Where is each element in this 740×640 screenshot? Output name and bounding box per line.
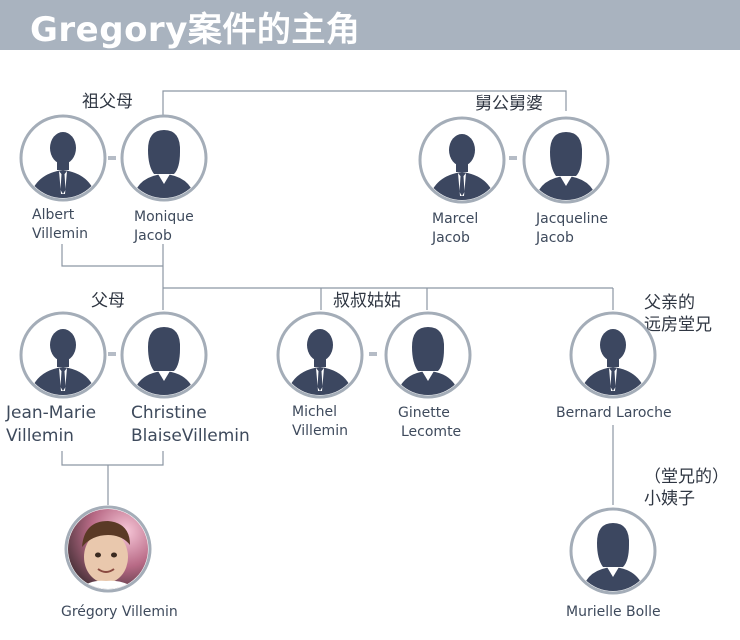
male-silhouette-icon xyxy=(276,311,364,399)
name-marcel-first: Marcel xyxy=(432,211,479,227)
label-sister: （堂兄的） 小姨子 xyxy=(641,466,732,510)
name-michel: Michel Villemin xyxy=(292,403,348,441)
connector-albert-down xyxy=(61,244,163,267)
name-jeanmarie-first: Jean-Marie xyxy=(6,403,97,423)
label-grandparents: 祖父母 xyxy=(79,91,136,113)
person-gregory xyxy=(64,505,152,593)
name-albert-last: Villemin xyxy=(32,226,88,242)
female-silhouette-icon xyxy=(120,311,208,399)
person-jeanmarie xyxy=(19,311,107,399)
couple-link-granduncle xyxy=(509,156,517,160)
person-monique xyxy=(120,114,208,202)
title-bar: Gregory案件的主角 xyxy=(0,0,740,50)
label-cousin-line1: 父亲的 xyxy=(644,293,695,313)
name-jeanmarie: Jean-Marie Villemin xyxy=(6,402,96,448)
male-silhouette-icon xyxy=(569,311,657,399)
person-jacqueline xyxy=(522,116,610,204)
name-monique-first: Monique xyxy=(134,209,194,225)
name-gregory: Grégory Villemin xyxy=(61,604,178,620)
name-bernard: Bernard Laroche xyxy=(556,405,672,421)
name-marcel: Marcel Jacob xyxy=(432,210,478,248)
male-silhouette-icon xyxy=(19,311,107,399)
couple-link-uncles xyxy=(369,352,377,356)
name-albert: Albert Villemin xyxy=(32,206,88,244)
name-ginette: Ginette Lecomte xyxy=(398,404,461,442)
person-marcel xyxy=(418,116,506,204)
child-photo xyxy=(64,505,152,593)
male-silhouette-icon xyxy=(418,116,506,204)
person-michel xyxy=(276,311,364,399)
name-ginette-first: Ginette xyxy=(398,405,450,421)
person-christine xyxy=(120,311,208,399)
connector-parents-bracket xyxy=(61,451,164,466)
name-jeanmarie-last: Villemin xyxy=(6,426,74,446)
couple-link-parents xyxy=(108,352,116,356)
name-jacqueline-last: Jacob xyxy=(536,230,574,246)
label-parents: 父母 xyxy=(88,290,128,312)
name-monique: Monique Jacob xyxy=(134,208,194,246)
name-michel-last: Villemin xyxy=(292,423,348,439)
person-ginette xyxy=(384,311,472,399)
person-albert xyxy=(19,114,107,202)
name-jacqueline: Jacqueline Jacob xyxy=(536,210,608,248)
page-title: Gregory案件的主角 xyxy=(30,10,361,50)
label-sister-line1: （堂兄的） xyxy=(644,467,729,487)
name-michel-first: Michel xyxy=(292,404,338,420)
name-albert-first: Albert xyxy=(32,207,75,223)
male-silhouette-icon xyxy=(19,114,107,202)
label-granduncle: 舅公舅婆 xyxy=(472,93,546,115)
female-silhouette-icon xyxy=(522,116,610,204)
name-monique-last: Jacob xyxy=(134,228,172,244)
label-cousin-line2: 远房堂兄 xyxy=(644,315,712,335)
name-christine-first: Christine xyxy=(131,403,207,423)
name-jacqueline-first: Jacqueline xyxy=(536,211,609,227)
label-uncles: 叔叔姑姑 xyxy=(330,290,404,312)
name-christine: Christine BlaiseVillemin xyxy=(131,402,250,448)
female-silhouette-icon xyxy=(384,311,472,399)
couple-link-grandparents xyxy=(108,156,116,160)
name-murielle: Murielle Bolle xyxy=(566,604,661,620)
name-christine-last: BlaiseVillemin xyxy=(131,426,250,446)
person-murielle xyxy=(569,507,657,595)
female-silhouette-icon xyxy=(569,507,657,595)
label-cousin: 父亲的 远房堂兄 xyxy=(641,292,715,336)
label-sister-line2: 小姨子 xyxy=(644,489,695,509)
person-bernard xyxy=(569,311,657,399)
name-marcel-last: Jacob xyxy=(432,230,470,246)
female-silhouette-icon xyxy=(120,114,208,202)
connector-grandparents-granduncle xyxy=(162,90,567,115)
name-ginette-last: Lecomte xyxy=(401,424,462,440)
